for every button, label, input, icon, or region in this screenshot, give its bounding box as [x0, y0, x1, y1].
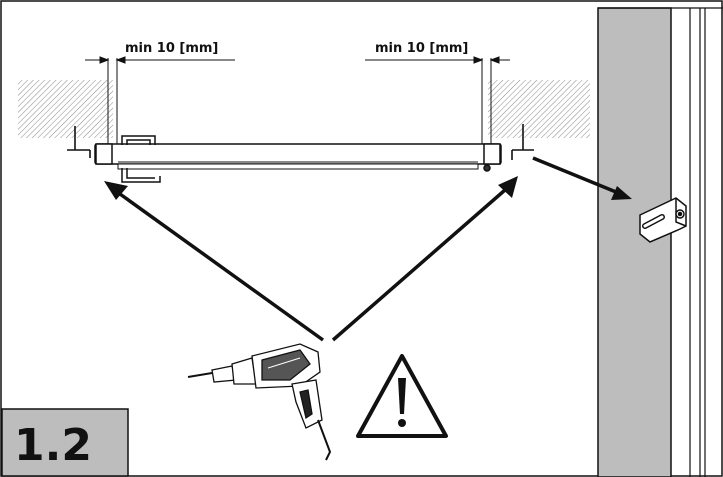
- ceiling-hatch: [18, 80, 590, 138]
- dimension-label-right: min 10 [mm]: [375, 41, 468, 56]
- wall-panel: [597, 7, 723, 477]
- step-number-badge: 1.2: [1, 408, 129, 477]
- power-drill-icon: [187, 343, 332, 461]
- dimension-lines: [85, 56, 510, 148]
- warning-triangle-icon: [356, 354, 448, 438]
- step-number: 1.2: [14, 420, 92, 471]
- wall-bracket-icon: [639, 197, 687, 243]
- left-bracket: [67, 126, 91, 158]
- appliance-body: [94, 135, 502, 183]
- right-bracket: [511, 124, 534, 160]
- dimension-label-left: min 10 [mm]: [125, 41, 218, 56]
- pointer-arrows: [104, 156, 632, 342]
